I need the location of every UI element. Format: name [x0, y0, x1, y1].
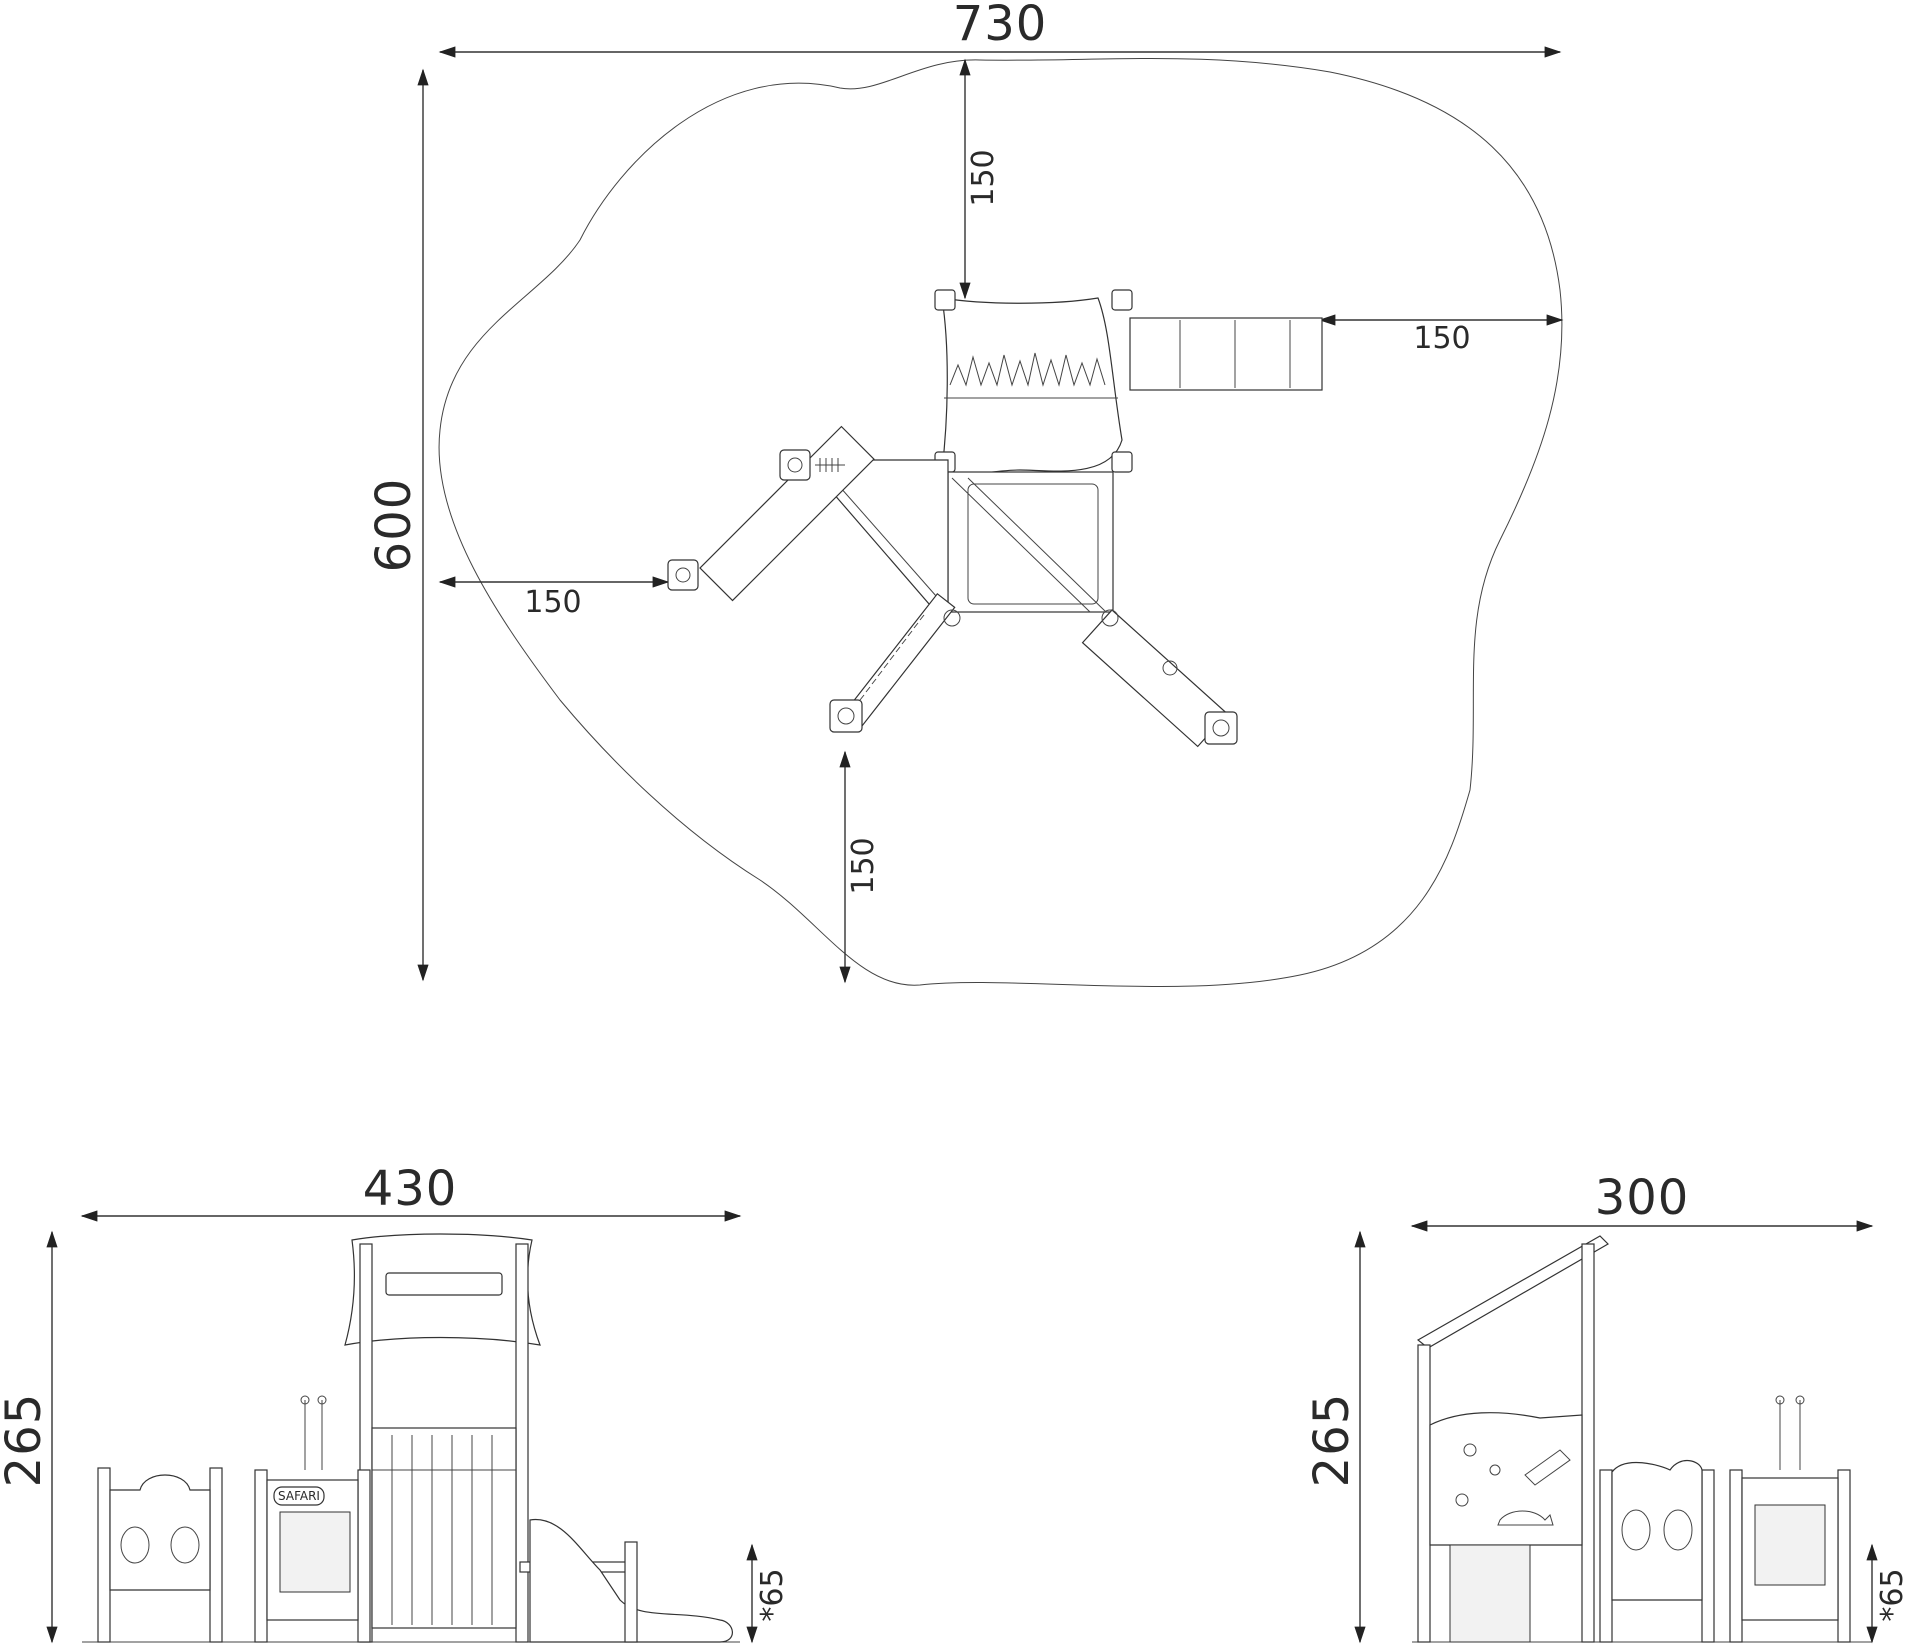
side-elevation: 300 265 *65 [1304, 1170, 1910, 1644]
dim-clearance-top: 150 [966, 149, 1001, 206]
dim-clearance-right: 150 [1413, 321, 1470, 356]
corner-post [1111, 451, 1133, 473]
plan-view: 730 600 150 150 150 150 [366, 0, 1564, 988]
dim-side-width: 300 [1595, 1170, 1690, 1226]
slide-side [529, 1519, 733, 1643]
dim-total-depth: 600 [366, 478, 422, 573]
climbing-arm-left [699, 425, 875, 602]
side-porthole-panel [1611, 1460, 1703, 1601]
dim-side-foundation: *65 [1875, 1568, 1910, 1621]
roof-panel [941, 297, 1123, 476]
safety-area-outline [438, 58, 1563, 988]
dim-side-height: 265 [1304, 1393, 1360, 1488]
lower-deck [947, 471, 1114, 613]
slide-top [1129, 317, 1323, 391]
corner-post [934, 289, 956, 311]
dim-front-width: 430 [363, 1161, 458, 1217]
tower-slat-panel [371, 1427, 517, 1629]
dim-clearance-bottom: 150 [846, 837, 881, 894]
safari-sign-text: SAFARI [278, 1489, 320, 1503]
plan-structure [667, 289, 1323, 748]
porthole-panel [109, 1474, 211, 1591]
corner-post [1111, 289, 1133, 311]
dim-clearance-left: 150 [524, 585, 581, 620]
dim-total-width: 730 [953, 0, 1048, 52]
front-elevation: 430 265 *65 [0, 1161, 790, 1644]
dim-front-foundation: *65 [755, 1568, 790, 1621]
sloped-roof [1416, 1235, 1609, 1349]
climbing-wall-panel [1429, 1412, 1583, 1546]
dim-front-height: 265 [0, 1393, 52, 1488]
